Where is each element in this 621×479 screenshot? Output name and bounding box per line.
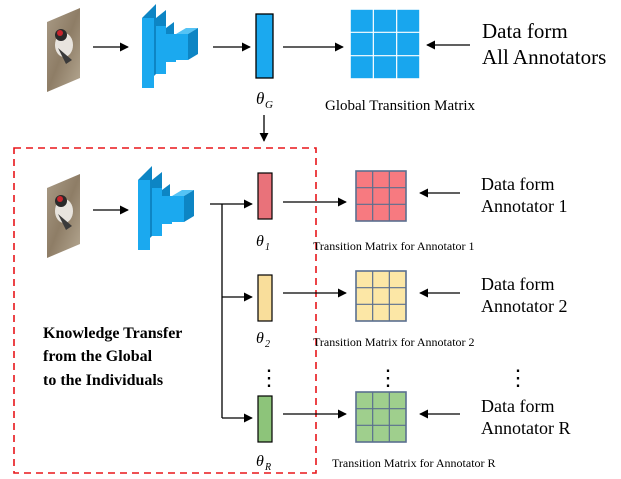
net-top bbox=[176, 28, 198, 34]
annotator-matrix-label: Transition Matrix for Annotator R bbox=[332, 456, 496, 470]
annotator-param-subscript: R bbox=[264, 462, 271, 473]
annotator-source-line2: Annotator 1 bbox=[481, 196, 567, 216]
annotator-param-symbol: θ bbox=[256, 453, 264, 470]
ellipsis-matrices: ⋮ bbox=[377, 365, 399, 390]
global-source-line1: Data form bbox=[482, 19, 568, 43]
global-matrix-label: Global Transition Matrix bbox=[325, 98, 476, 114]
global-source-line2: All Annotators bbox=[482, 45, 606, 69]
annotator-matrix-label: Transition Matrix for Annotator 1 bbox=[313, 239, 475, 253]
annotator-matrix-grid bbox=[355, 391, 407, 443]
net-layer-4 bbox=[172, 196, 184, 222]
annotator-source-line1: Data form bbox=[481, 396, 554, 416]
global-feature-vector bbox=[255, 13, 274, 79]
global-param-symbol: θ bbox=[256, 89, 264, 108]
net-layer-1 bbox=[138, 180, 150, 250]
global-transition-matrix bbox=[349, 8, 421, 80]
bird-crest bbox=[57, 30, 63, 36]
input-image-individual bbox=[47, 174, 80, 258]
net-layer-2 bbox=[156, 26, 166, 74]
transfer-label-line1: Knowledge Transfer bbox=[43, 325, 182, 342]
annotator-source-line2: Annotator R bbox=[481, 418, 571, 438]
ellipsis-features: ⋮ bbox=[258, 365, 280, 390]
net-side bbox=[184, 190, 194, 222]
transfer-label-line3: to the Individuals bbox=[43, 372, 163, 389]
annotator-feature-vector bbox=[257, 172, 273, 220]
annotator-param-symbol: θ bbox=[256, 233, 264, 250]
net-layer-3 bbox=[166, 34, 176, 62]
global-param-subscript: G bbox=[265, 99, 273, 111]
annotator-feature-vector bbox=[257, 395, 273, 443]
annotator-param-subscript: 1 bbox=[265, 242, 270, 253]
annotator-matrix-label: Transition Matrix for Annotator 2 bbox=[313, 335, 475, 349]
net-top bbox=[172, 190, 194, 196]
input-image-global bbox=[47, 8, 80, 92]
matrix-frame bbox=[355, 391, 407, 443]
bird-wing bbox=[58, 48, 72, 64]
annotator-source-line1: Data form bbox=[481, 174, 554, 194]
global-matrix-grid bbox=[349, 8, 421, 80]
net-side bbox=[188, 28, 198, 60]
annotator-matrix-grid bbox=[355, 170, 407, 222]
annotator-matrix-grid bbox=[355, 270, 407, 322]
annotator-param-subscript: 2 bbox=[265, 339, 270, 350]
cnn-network-icon bbox=[142, 4, 198, 88]
matrix-frame bbox=[355, 270, 407, 322]
knowledge-transfer-box bbox=[13, 147, 317, 474]
annotator-source-line1: Data form bbox=[481, 274, 554, 294]
net-layer-1 bbox=[142, 18, 154, 88]
annotator-param-symbol: θ bbox=[256, 330, 264, 347]
matrix-frame bbox=[355, 170, 407, 222]
annotator-source-line2: Annotator 2 bbox=[481, 296, 567, 316]
net-layer-3 bbox=[162, 196, 172, 224]
cnn-network-icon bbox=[138, 166, 194, 250]
net-layer-2 bbox=[152, 188, 162, 236]
bird-wing bbox=[58, 214, 72, 230]
net-layer-4 bbox=[176, 34, 188, 60]
ellipsis-sources: ⋮ bbox=[507, 365, 529, 390]
matrix-frame bbox=[349, 8, 421, 80]
transfer-label-line2: from the Global bbox=[43, 348, 153, 365]
bird-crest bbox=[57, 196, 63, 202]
annotator-feature-vector bbox=[257, 274, 273, 322]
